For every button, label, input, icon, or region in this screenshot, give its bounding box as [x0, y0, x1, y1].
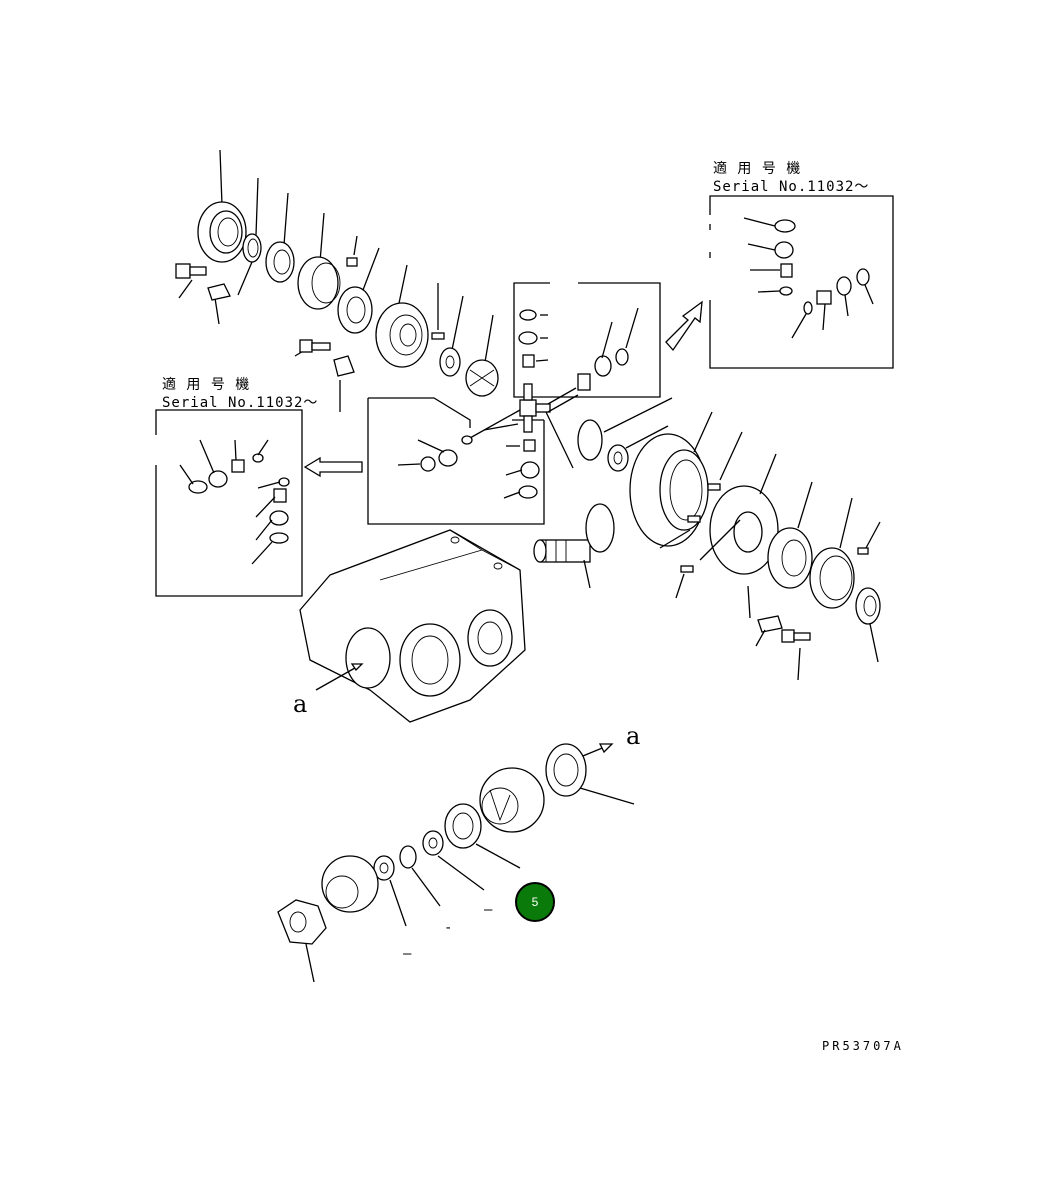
- ring-gear-assembly: [577, 397, 881, 681]
- serial-note-right-line1: 適 用 号 機: [713, 160, 801, 177]
- serial-box-left: 適 用 号 機 Serial No.11032～: [155, 376, 318, 597]
- serial-note-left-line1: 適 用 号 機: [162, 376, 250, 393]
- minor-mark-1: –: [484, 902, 493, 918]
- serial-note-left-line2: Serial No.11032～: [162, 395, 318, 411]
- view-label-left: a: [293, 690, 307, 718]
- callout-badge[interactable]: 5: [515, 882, 555, 922]
- transmission-housing: [299, 529, 526, 723]
- arrow-right-up: [665, 300, 703, 352]
- arrow-left: [303, 456, 363, 478]
- view-label-right: a: [626, 722, 640, 750]
- minor-mark-3: –: [403, 946, 412, 962]
- top-drive-assembly: [175, 149, 499, 412]
- spider-box-upper: [513, 282, 661, 398]
- serial-box-right: 適 用 号 機 Serial No.11032～: [709, 160, 894, 369]
- callout-badge-number: 5: [532, 895, 539, 909]
- callout-badge-circle[interactable]: [515, 882, 555, 922]
- drawing-code: PR53707A: [822, 1039, 904, 1053]
- pinion-shaft: [533, 503, 615, 589]
- input-shaft-assembly: a – - –: [277, 722, 640, 983]
- spider-box-center: [367, 383, 579, 525]
- serial-note-right-line2: Serial No.11032～: [713, 179, 869, 195]
- minor-mark-2: -: [444, 920, 453, 936]
